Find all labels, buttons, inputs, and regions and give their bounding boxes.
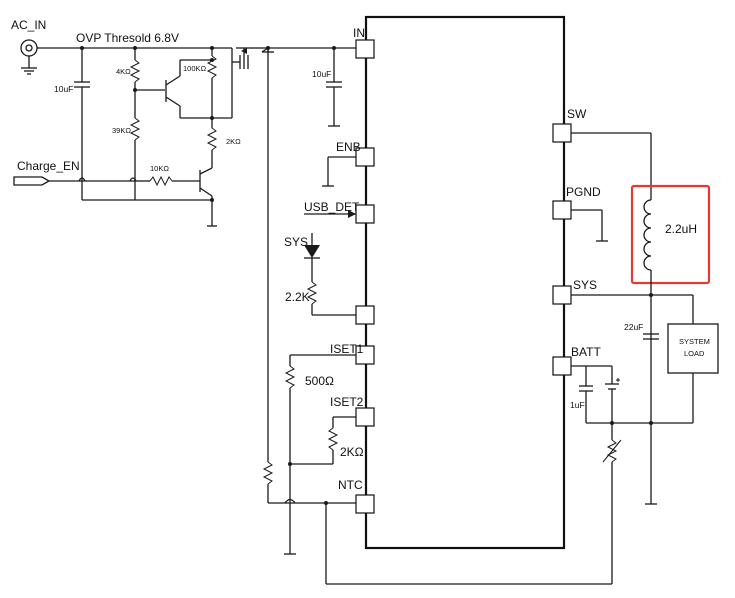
svg-text:500Ω: 500Ω (305, 374, 334, 388)
svg-text:BATT: BATT (571, 345, 601, 359)
charge-en-input: Charge_EN (13, 159, 137, 186)
resistor-4k: 4KΩ (116, 48, 141, 118)
svg-text:NTC: NTC (338, 478, 363, 492)
svg-text:ENB: ENB (336, 140, 361, 154)
svg-text:LOAD: LOAD (684, 349, 705, 358)
npn-transistor (199, 167, 217, 227)
svg-text:2.2K: 2.2K (285, 290, 310, 304)
svg-text:2KΩ: 2KΩ (340, 445, 364, 459)
svg-text:10uF: 10uF (54, 84, 73, 94)
ac-in-connector: AC_IN (11, 18, 46, 75)
ic-pin-iset1: ISET1 (330, 342, 375, 365)
ic-pin-sys-led (355, 305, 375, 325)
system-load-box: SYSTEM LOAD (667, 323, 719, 374)
svg-text:SW: SW (567, 107, 587, 121)
svg-text:2KΩ: 2KΩ (226, 137, 241, 146)
resistor-2k-iset: 2KΩ (288, 416, 364, 466)
svg-text:2.2uH: 2.2uH (665, 222, 697, 236)
input-capacitor-10uf: 10uF (54, 48, 90, 200)
resistor-500: 500Ω (284, 354, 356, 555)
capacitor-1uf: 1uF (570, 385, 593, 423)
ic-pin-in: IN (353, 26, 375, 59)
charge-en-label: Charge_EN (17, 159, 80, 173)
ic-pin-enb: ENB (336, 140, 375, 167)
svg-text:39KΩ: 39KΩ (112, 126, 131, 135)
ic-pin-iset2: ISET2 (330, 395, 375, 427)
svg-text:100KΩ: 100KΩ (183, 64, 207, 73)
svg-text:SYS: SYS (284, 235, 308, 249)
svg-text:PGND: PGND (566, 185, 601, 199)
resistor-10k: 10KΩ (135, 164, 200, 187)
svg-text:10uF: 10uF (312, 69, 331, 79)
resistor-39k: 39KΩ (112, 117, 141, 200)
ac-in-label: AC_IN (11, 18, 46, 32)
capacitor-22uf: 22uF (624, 322, 659, 340)
inductor-highlight-box (630, 184, 711, 285)
ic-pin-pgnd: PGND (552, 185, 601, 220)
ntc-thermistor (602, 423, 622, 468)
ovp-threshold-label: OVP Thresold 6.8V (76, 31, 179, 45)
ovp-mosfet (212, 47, 252, 119)
ic-pin-sw: SW (552, 107, 587, 143)
inductor-2-2uh: 2.2uH (643, 199, 697, 271)
svg-text:10KΩ: 10KΩ (150, 164, 169, 173)
svg-text:SYSTEM: SYSTEM (679, 337, 710, 346)
svg-text:USB_DET: USB_DET (304, 200, 360, 214)
svg-text:22uF: 22uF (624, 322, 643, 332)
pnp-transistor (165, 59, 212, 119)
svg-text:4KΩ: 4KΩ (116, 67, 131, 76)
charger-ic-body (364, 15, 566, 550)
svg-text:SYS: SYS (573, 278, 597, 292)
sys-led: SYS (284, 233, 320, 282)
ic-pin-batt: BATT (552, 345, 601, 376)
battery-symbol (605, 378, 620, 423)
resistor-2-2k: 2.2K (285, 281, 356, 316)
svg-text:1uF: 1uF (570, 400, 585, 410)
resistor-2k-top: 2KΩ (206, 127, 241, 168)
svg-text:ISET1: ISET1 (330, 342, 364, 356)
ic-pin-sys: SYS (552, 278, 597, 305)
ic-pin-ntc: NTC (338, 478, 375, 514)
in-capacitor-10uf: 10uF (312, 48, 342, 127)
svg-text:ISET2: ISET2 (330, 395, 364, 409)
ic-pin-usb-det: USB_DET (304, 200, 375, 224)
svg-text:IN: IN (353, 26, 365, 40)
